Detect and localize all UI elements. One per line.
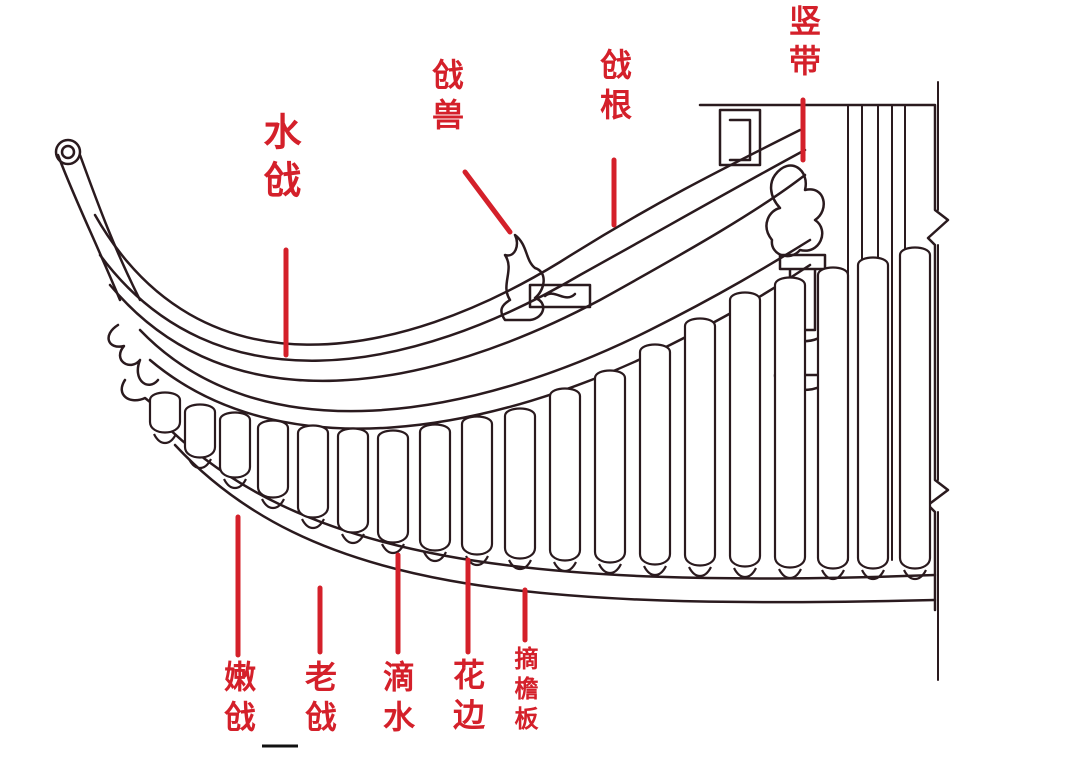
rafter-tile [638,343,672,566]
ridge-beam-mid [98,148,807,362]
rafter-tile [773,276,807,569]
drip-tile [643,565,667,577]
rafter-tile [218,411,252,479]
drip-tile [301,518,325,530]
rafter-tile [816,266,850,570]
rafter-tile [548,387,582,562]
rafter-tile [183,403,217,459]
drip-tile [733,567,757,579]
ridge-beast [500,233,545,322]
label-shu-dai: 竖带 [784,4,822,84]
label-ji-gen: 戗根 [595,48,633,128]
label-nen-ji: 嫩戗 [219,660,257,740]
label-hua-bian: 花边 [448,658,486,738]
rafter-tile [336,427,370,534]
ridge-beam-top [93,128,802,346]
drip-tile [261,498,285,510]
ridge-beam-bottom [108,173,807,383]
drip-tile [553,561,577,573]
old-ridge [138,238,812,413]
drip-tile [341,533,365,545]
drip-tile [223,478,247,490]
rafter-tile [683,317,717,567]
label-lao-ji: 老戗 [300,660,338,740]
drip-tile [153,433,177,445]
label-ji-shou: 戗兽 [427,58,465,138]
drip-tile [508,559,532,571]
label-zhai-yan-ban: 摘檐板 [510,646,538,736]
rafter-tile [593,369,627,564]
rafter-tile [148,391,182,434]
rafter-tile [296,424,330,519]
rafter-tile [460,415,494,556]
leader-ji-shou [462,169,513,235]
rafter-tile [503,407,537,560]
eave-board-bottom [173,443,937,604]
drip-tile [861,569,885,581]
drip-tile [778,568,802,580]
rafter-tile [376,429,410,544]
drip-tile [598,563,622,575]
drip-tile [423,551,447,563]
water-ridge-tip [56,153,122,302]
drip-tile [903,569,927,581]
rafter-tile [856,256,890,570]
drip-tile [688,566,712,578]
vertical-band-ornament [765,164,825,258]
tip-ring [54,138,82,166]
rafter-tile [728,291,762,568]
drip-tile [381,543,405,555]
drip-tile [188,458,212,470]
rafter-tile [256,419,290,499]
label-di-shui: 滴水 [378,660,416,740]
rafter-tile [898,246,932,570]
rafter-tile [418,423,452,552]
drip-tile [821,569,845,581]
label-shui-ji: 水戗 [257,112,301,208]
